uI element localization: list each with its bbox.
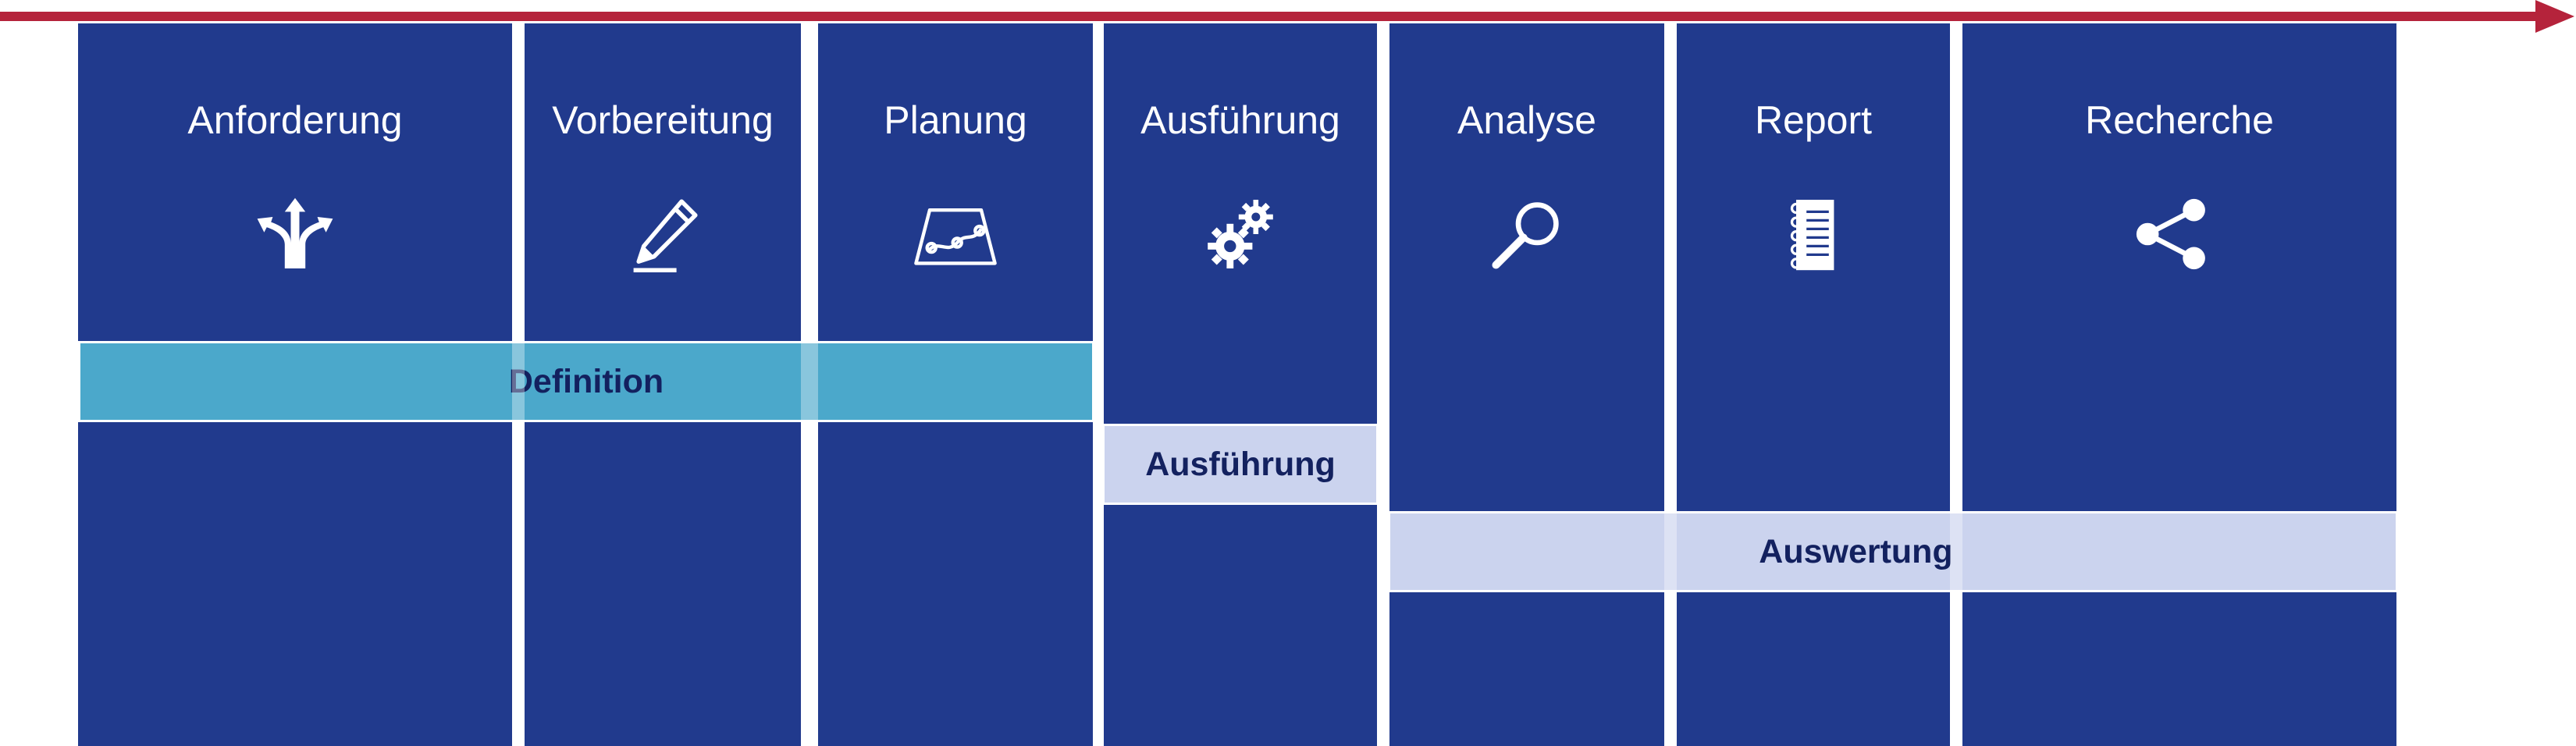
pencil-icon [620,191,706,277]
definition-band: Definition [78,341,1094,422]
phase-title: Vorbereitung [552,98,774,142]
band-separator [1664,513,1677,590]
phase-title: Planung [884,98,1027,142]
gears-icon [1197,191,1283,277]
execution-band: Ausführung [1102,424,1379,505]
band-separator [1950,513,1962,590]
band-separator [512,343,525,420]
band-separator [801,343,818,420]
notebook-icon [1770,191,1856,277]
magnifier-icon [1484,191,1570,277]
phase-column-report: Report [1677,23,1950,746]
phase-title: Analyse [1457,98,1596,142]
phase-title: Report [1754,98,1873,142]
share-icon [2129,191,2215,277]
definition-band-label: Definition [508,362,664,400]
phase-column-analyse: Analyse [1389,23,1664,746]
split-arrows-icon [252,191,338,277]
evaluation-band-label: Auswertung [1759,532,1953,570]
route-map-icon [913,191,998,277]
phase-title: Recherche [2085,98,2274,142]
execution-band-label: Ausführung [1145,445,1336,483]
phase-column-ausfuehrung: Ausführung [1104,23,1377,746]
timeline-arrow-head [2535,0,2574,33]
evaluation-band: Auswertung [1388,511,2398,592]
phase-column-recherche: Recherche [1962,23,2396,746]
phase-title: Anforderung [187,98,403,142]
timeline-arrow-line [0,12,2545,21]
phase-title: Ausführung [1140,98,1340,142]
